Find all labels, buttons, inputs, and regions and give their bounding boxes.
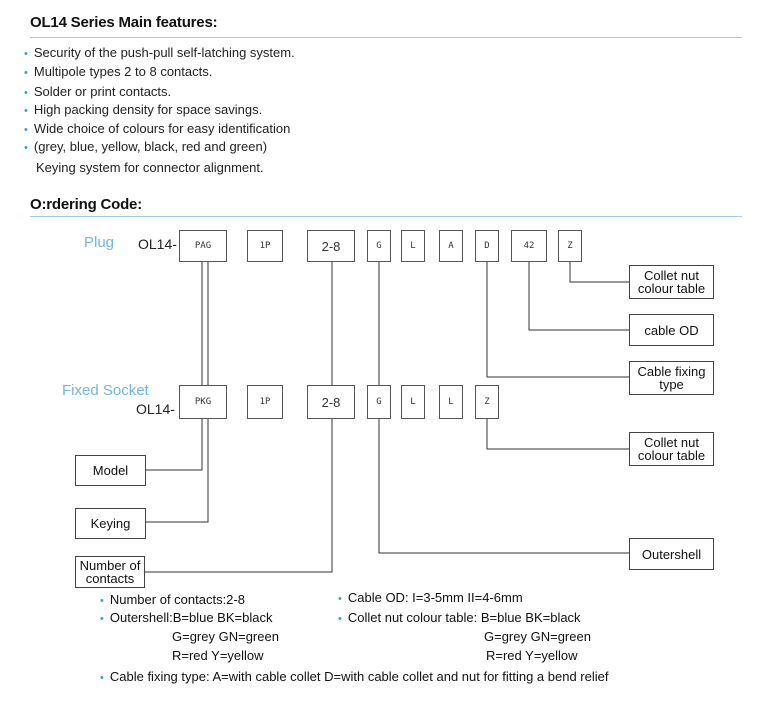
bullet-icon: • — [24, 67, 28, 79]
collet-nut-label-plug: Collet nut colour table — [629, 265, 714, 299]
plug-code-box: 42 — [511, 230, 547, 262]
bullet-icon: • — [100, 672, 104, 684]
feature-item: •Wide choice of colours for easy identif… — [24, 121, 291, 136]
feature-item: •Security of the push-pull self-latching… — [24, 45, 295, 60]
feature-item: •(grey, blue, yellow, black, red and gre… — [24, 139, 268, 154]
bullet-icon: • — [24, 124, 28, 136]
plug-label: Plug — [84, 234, 115, 251]
collet-nut-label-socket: Collet nut colour table — [629, 432, 714, 466]
bullet-icon: • — [100, 595, 104, 607]
bullet-icon: • — [24, 142, 28, 154]
note-outershell: •Outershell:B=blue BK=black — [100, 610, 273, 625]
socket-prefix: OL14- — [136, 401, 175, 417]
note-collet-2: G=grey GN=green — [484, 629, 591, 644]
model-label: Model — [75, 455, 146, 486]
socket-label: Fixed Socket — [62, 382, 149, 399]
socket-code-box: L — [439, 385, 463, 419]
plug-code-box: G — [367, 230, 391, 262]
feature-item: •High packing density for space savings. — [24, 102, 263, 117]
feature-extra: Keying system for connector alignment. — [36, 160, 264, 175]
bullet-icon: • — [24, 105, 28, 117]
plug-code-box: L — [401, 230, 425, 262]
socket-code-box: 2-8 — [307, 385, 355, 419]
bullet-icon: • — [338, 593, 342, 605]
plug-code-box: 1P — [247, 230, 283, 262]
note-cable-od: •Cable OD: I=3-5mm II=4-6mm — [338, 590, 523, 605]
feature-item: •Solder or print contacts. — [24, 84, 172, 99]
plug-code-box: A — [439, 230, 463, 262]
features-divider — [30, 37, 742, 38]
contacts-label: Number of contacts — [75, 556, 145, 588]
bullet-icon: • — [24, 48, 28, 60]
cable-fixing-label: Cable fixing type — [629, 361, 714, 395]
features-title: OL14 Series Main features: — [30, 14, 218, 31]
bullet-icon: • — [100, 613, 104, 625]
note-collet: •Collet nut colour table: B=blue BK=blac… — [338, 610, 581, 625]
plug-code-box: PAG — [179, 230, 227, 262]
socket-code-box: G — [367, 385, 391, 419]
plug-code-box: D — [475, 230, 499, 262]
feature-item: •Multipole types 2 to 8 contacts. — [24, 64, 213, 79]
note-outershell-2: G=grey GN=green — [172, 629, 279, 644]
bullet-icon: • — [24, 87, 28, 99]
note-collet-3: R=red Y=yellow — [486, 648, 578, 663]
plug-prefix: OL14- — [138, 236, 177, 252]
plug-code-box: Z — [558, 230, 582, 262]
note-outershell-3: R=red Y=yellow — [172, 648, 264, 663]
plug-code-box: 2-8 — [307, 230, 355, 262]
keying-label: Keying — [75, 508, 146, 539]
note-contacts: •Number of contacts:2-8 — [100, 592, 245, 607]
ordering-divider — [30, 216, 742, 217]
socket-code-box: 1P — [247, 385, 283, 419]
socket-code-box: Z — [475, 385, 499, 419]
note-cable-fixing: •Cable fixing type: A=with cable collet … — [100, 669, 609, 684]
bullet-icon: • — [338, 613, 342, 625]
cable-od-label: cable OD — [629, 314, 714, 346]
socket-code-box: L — [401, 385, 425, 419]
socket-code-box: PKG — [179, 385, 227, 419]
ordering-title: O:rdering Code: — [30, 196, 142, 213]
outershell-label: Outershell — [629, 538, 714, 570]
